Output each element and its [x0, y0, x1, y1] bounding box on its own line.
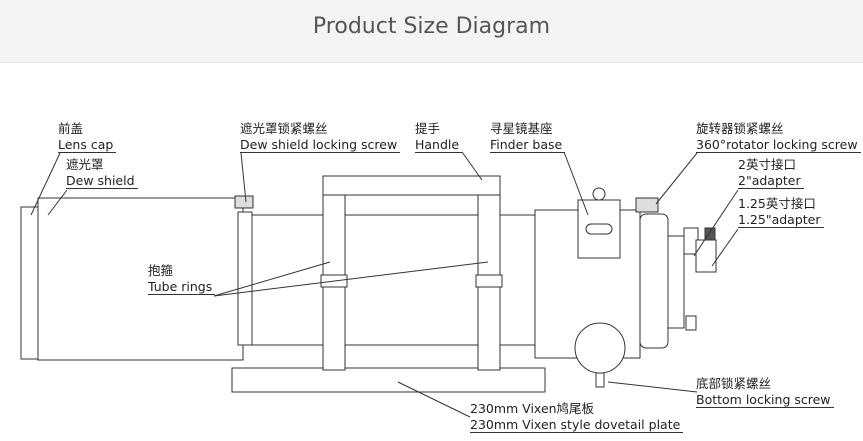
label-en: 360°rotator locking screw — [696, 136, 858, 152]
label-zh: 寻星镜基座 — [490, 121, 553, 136]
label-en: 1.25"adapter — [738, 211, 821, 227]
bottom-knob — [574, 322, 626, 388]
label-en: Finder base — [490, 136, 563, 152]
label-zh: 遮光罩锁紧螺丝 — [240, 121, 328, 136]
label-en: Dew shield locking screw — [240, 136, 398, 152]
label-zh: 230mm Vixen鸠尾板 — [470, 401, 595, 416]
finder-base — [577, 187, 621, 259]
label-zh: 2英寸接口 — [738, 157, 796, 172]
label-zh: 提手 — [415, 121, 441, 136]
handle — [320, 175, 503, 371]
label-zh: 1.25英寸接口 — [738, 196, 816, 211]
header-band: Product Size Diagram — [0, 0, 863, 63]
dew-shield — [37, 197, 253, 361]
label-zh: 底部锁紧螺丝 — [696, 376, 772, 391]
label-zh: 遮光罩 — [66, 157, 104, 172]
label-en: 2"adapter — [738, 172, 801, 188]
page-title: Product Size Diagram — [312, 14, 551, 39]
label-en: Bottom locking screw — [696, 391, 831, 407]
dovetail-plate — [231, 367, 546, 393]
dew-screw-icon — [234, 195, 254, 209]
label-zh: 抱箍 — [148, 263, 174, 278]
label-en: Lens cap — [58, 136, 114, 152]
label-en: Tube rings — [148, 278, 213, 294]
label-en: 230mm Vixen style dovetail plate — [470, 416, 681, 432]
label-zh: 旋转器锁紧螺丝 — [696, 121, 784, 136]
lens-cap — [20, 206, 39, 360]
focuser — [534, 197, 717, 359]
label-en: Dew shield — [66, 172, 135, 188]
label-zh: 前盖 — [58, 121, 84, 136]
label-en: Handle — [415, 136, 460, 152]
leader-lines — [30, 151, 739, 418]
